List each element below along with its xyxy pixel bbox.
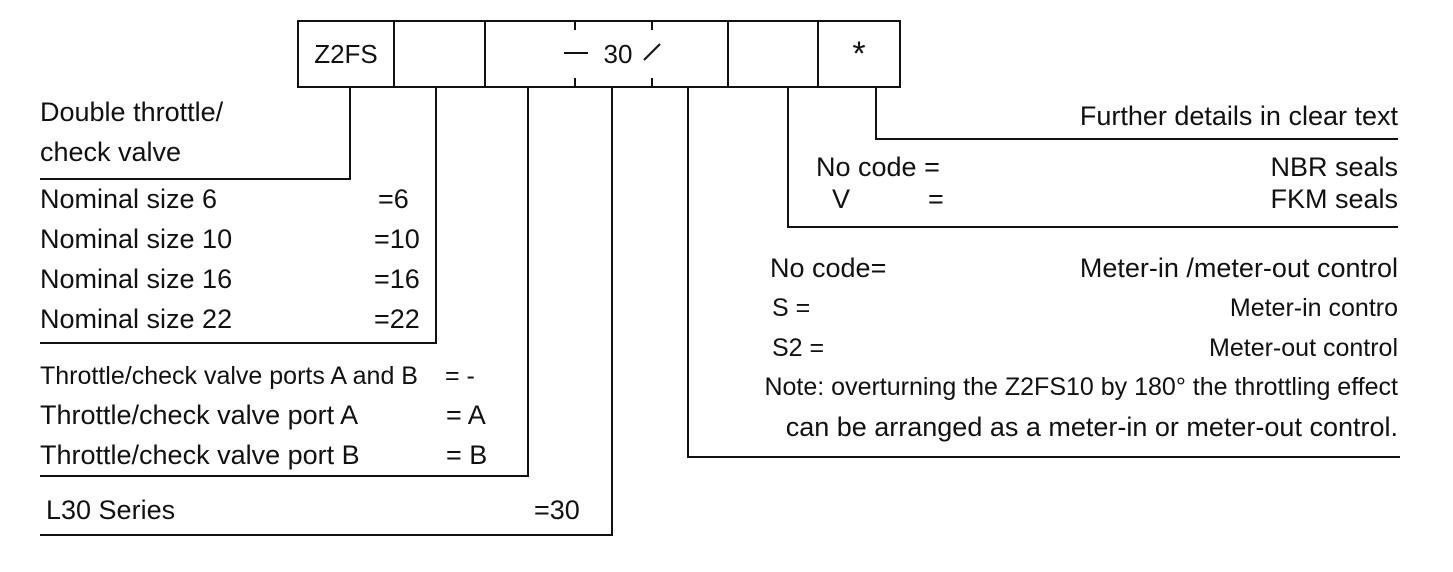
note-line1: Note: overturning the Z2FS10 by 180° the… [764, 373, 1398, 401]
nominal-size-label: Nominal size 10 [40, 224, 233, 254]
further-details-label: Further details in clear text [1079, 101, 1398, 131]
leader-control [687, 87, 1400, 458]
series-code: 30 [603, 39, 633, 69]
type-code: Z2FS [314, 39, 378, 69]
leader-ports [40, 87, 529, 477]
seal-equals: = [928, 184, 944, 214]
code-box-further [817, 20, 901, 88]
port-option-label: Throttle/check valve ports A and B [40, 362, 418, 390]
control-desc: Meter-out control [1209, 334, 1398, 362]
series-value: =30 [534, 495, 580, 525]
port-option-label: Throttle/check valve port B [40, 440, 360, 470]
seal-desc: NBR seals [1270, 152, 1398, 182]
nominal-size-label: Nominal size 6 [40, 184, 218, 214]
port-option-label: Throttle/check valve port A [40, 400, 359, 430]
seal-desc: FKM seals [1270, 184, 1398, 214]
seal-code: V [832, 184, 851, 214]
nominal-size-label: Nominal size 22 [40, 304, 233, 334]
nominal-size-code: =16 [374, 264, 420, 294]
seal-code: No code = [816, 152, 940, 182]
nominal-size-code: =6 [378, 184, 409, 214]
leader-size [40, 87, 437, 344]
port-option-code: = - [445, 362, 475, 390]
port-option-code: = A [446, 400, 486, 430]
control-desc: Meter-in contro [1229, 294, 1398, 322]
nominal-size-code: =22 [374, 304, 420, 334]
leader-type [40, 87, 351, 180]
valve-type-line1: Double throttle/ [40, 97, 224, 127]
leader-seals [787, 87, 1398, 228]
control-code: No code= [770, 253, 887, 283]
port-option-code: = B [446, 440, 488, 470]
control-code: S = [772, 294, 811, 322]
valve-type-line2: check valve [40, 137, 182, 167]
control-desc: Meter-in /meter-out control [1079, 253, 1398, 283]
nominal-size-label: Nominal size 16 [40, 264, 233, 294]
leader-series [40, 87, 613, 536]
leader-further [875, 87, 1398, 140]
note-line2: can be arranged as a meter-in or meter-o… [785, 412, 1398, 442]
nominal-size-code: =10 [374, 224, 420, 254]
code-box-control [727, 20, 819, 88]
code-box-size [393, 20, 486, 88]
series-label: L30 Series [46, 495, 176, 525]
control-code: S2 = [772, 334, 825, 362]
asterisk-code: * [852, 35, 866, 73]
